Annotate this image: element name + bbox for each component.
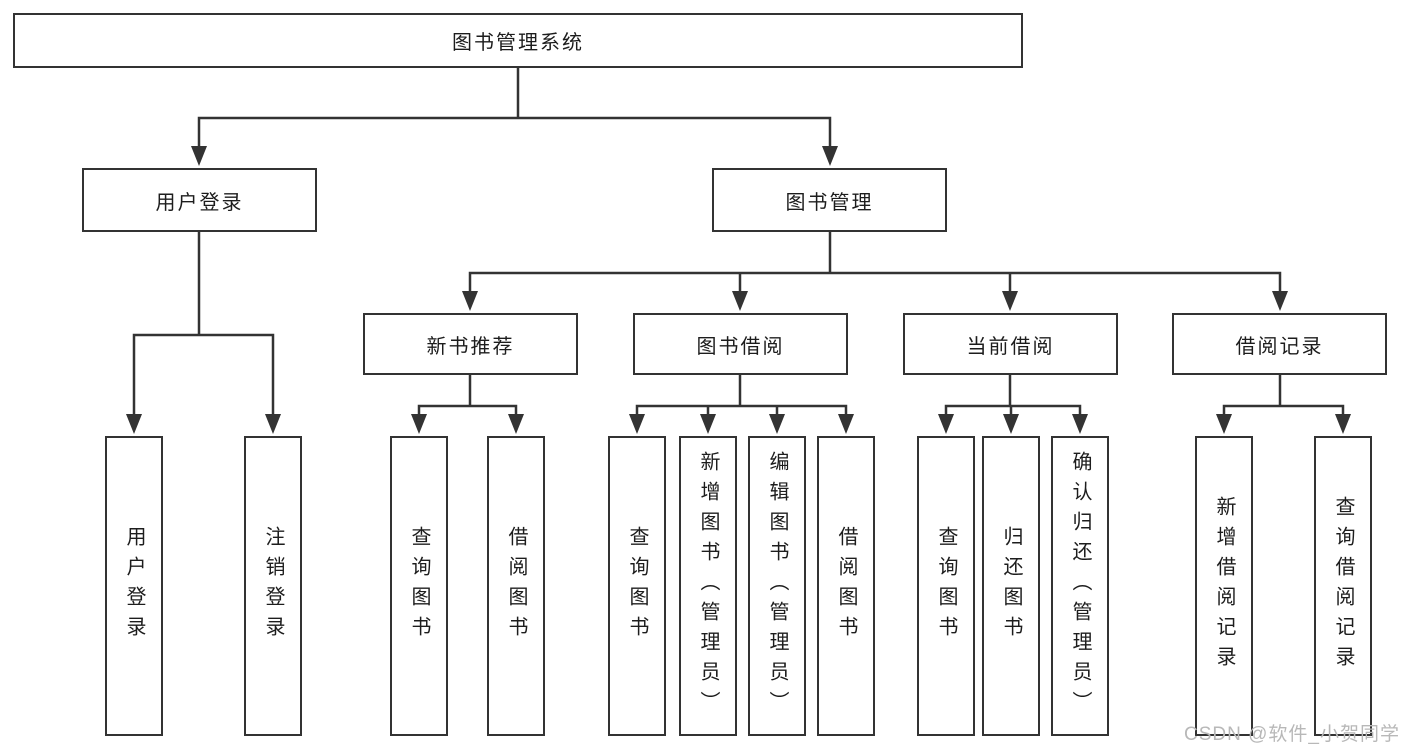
leaf-borrow-books-recommend: 借阅图书 (487, 436, 545, 736)
leaf-add-book-admin: 新增图书（管理员） (679, 436, 737, 736)
leaf-add-borrow-record: 新增借阅记录 (1195, 436, 1253, 736)
node-current-borrowing: 当前借阅 (903, 313, 1118, 375)
leaf-query-borrow-record: 查询借阅记录 (1314, 436, 1372, 736)
leaf-user-login-label: 用户登录 (123, 526, 145, 646)
leaf-query-books-borrowing-label: 查询图书 (626, 526, 648, 646)
leaf-confirm-return-admin-label: 确认归还（管理员） (1069, 451, 1091, 721)
node-book-borrowing: 图书借阅 (633, 313, 848, 375)
leaf-edit-book-admin: 编辑图书（管理员） (748, 436, 806, 736)
leaf-query-books-current-label: 查询图书 (935, 526, 957, 646)
leaf-logout: 注销登录 (244, 436, 302, 736)
leaf-add-book-admin-label: 新增图书（管理员） (697, 451, 719, 721)
leaf-query-books-recommend-label: 查询图书 (408, 526, 430, 646)
node-user-login: 用户登录 (82, 168, 317, 232)
leaf-logout-label: 注销登录 (262, 526, 284, 646)
leaf-borrow-books-recommend-label: 借阅图书 (505, 526, 527, 646)
node-book-management-label: 图书管理 (785, 191, 874, 214)
node-current-borrowing-label: 当前借阅 (966, 335, 1055, 358)
node-user-login-label: 用户登录 (155, 191, 244, 214)
leaf-return-book: 归还图书 (982, 436, 1040, 736)
node-root: 图书管理系统 (13, 13, 1023, 68)
leaf-return-book-label: 归还图书 (1000, 526, 1022, 646)
node-new-book-recommend: 新书推荐 (363, 313, 578, 375)
leaf-borrow-books-borrowing-label: 借阅图书 (835, 526, 857, 646)
leaf-borrow-books-borrowing: 借阅图书 (817, 436, 875, 736)
csdn-watermark: CSDN @软件_小贺同学 (1184, 724, 1400, 745)
leaf-edit-book-admin-label: 编辑图书（管理员） (766, 451, 788, 721)
leaf-add-borrow-record-label: 新增借阅记录 (1213, 496, 1235, 676)
node-new-book-recommend-label: 新书推荐 (426, 335, 515, 358)
node-borrowing-records: 借阅记录 (1172, 313, 1387, 375)
node-book-borrowing-label: 图书借阅 (696, 335, 785, 358)
node-root-label: 图书管理系统 (452, 32, 584, 54)
leaf-query-books-recommend: 查询图书 (390, 436, 448, 736)
leaf-query-books-current: 查询图书 (917, 436, 975, 736)
leaf-query-books-borrowing: 查询图书 (608, 436, 666, 736)
leaf-query-borrow-record-label: 查询借阅记录 (1332, 496, 1354, 676)
node-borrowing-records-label: 借阅记录 (1235, 335, 1324, 358)
leaf-confirm-return-admin: 确认归还（管理员） (1051, 436, 1109, 736)
node-book-management: 图书管理 (712, 168, 947, 232)
leaf-user-login: 用户登录 (105, 436, 163, 736)
